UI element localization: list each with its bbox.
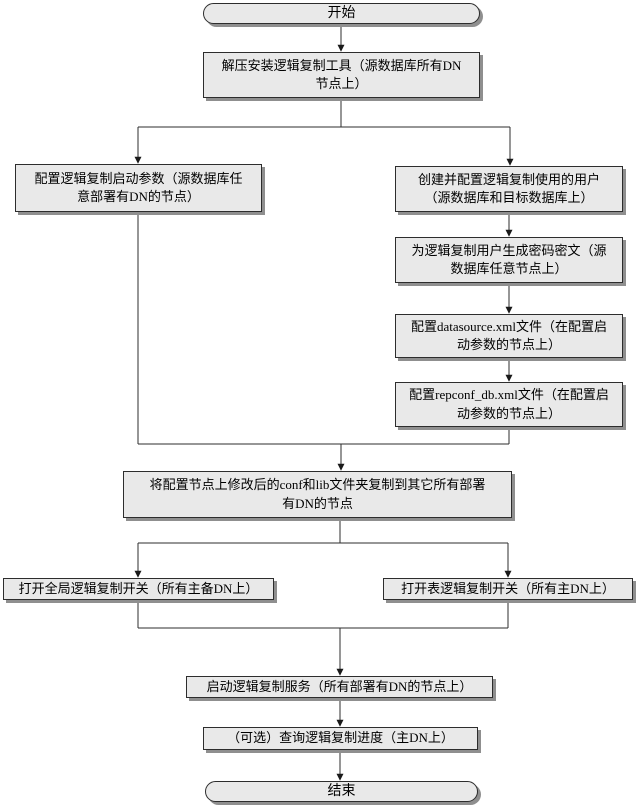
node-copy-conf-lib: 将配置节点上修改后的conf和lib文件夹复制到其它所有部署 有DN的节点 bbox=[123, 471, 512, 518]
node-global-switch: 打开全局逻辑复制开关（所有主备DN上） bbox=[3, 578, 274, 600]
node-config-start-params: 配置逻辑复制启动参数（源数据库任 意部署有DN的节点） bbox=[15, 164, 262, 212]
connector-split-1 bbox=[138, 98, 510, 128]
connector-merge-2 bbox=[137, 600, 509, 629]
node-start-service: 启动逻辑复制服务（所有部署有DN的节点上） bbox=[186, 676, 493, 698]
node-gen-password: 为逻辑复制用户生成密码密文（源 数据库任意节点上） bbox=[395, 237, 623, 283]
node-config-repconf: 配置repconf_db.xml文件（在配置启 动参数的节点上） bbox=[395, 382, 623, 427]
node-table-switch: 打开表逻辑复制开关（所有主DN上） bbox=[383, 578, 633, 600]
node-query-progress: （可选）查询逻辑复制进度（主DN上） bbox=[203, 727, 478, 750]
node-config-datasource: 配置datasource.xml文件（在配置启 动参数的节点上） bbox=[395, 314, 623, 358]
connector-split-2 bbox=[138, 518, 508, 544]
node-end: 结束 bbox=[205, 781, 478, 802]
node-unzip-install: 解压安装逻辑复制工具（源数据库所有DN 节点上） bbox=[203, 52, 480, 98]
node-start: 开始 bbox=[203, 3, 480, 24]
node-create-user: 创建并配置逻辑复制使用的用户 （源数据库和目标数据库上） bbox=[395, 166, 623, 212]
